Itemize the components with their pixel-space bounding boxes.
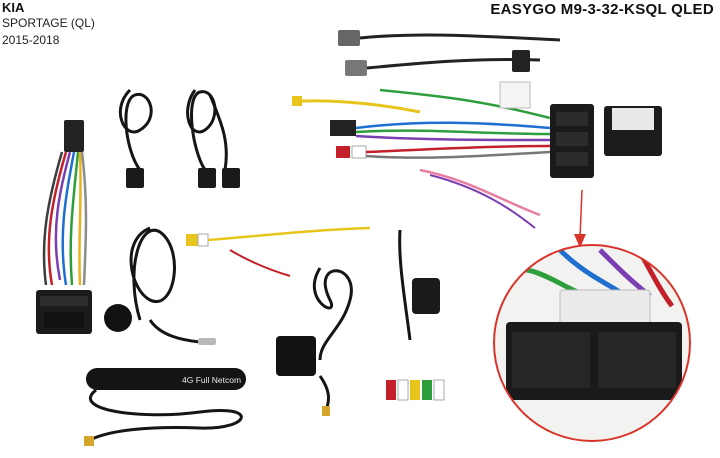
av-rca-cable [386, 229, 445, 401]
gps-antenna [276, 267, 353, 416]
microphone-cable [104, 226, 216, 345]
zoom-arrow [574, 189, 586, 248]
usb-cables [118, 88, 228, 171]
antenna-label: 4G Full Netcom [182, 375, 241, 385]
product-code-title: EASYGO M9-3-32-KSQL QLED [490, 1, 714, 18]
top-adapters [338, 30, 561, 76]
main-harness [292, 81, 662, 229]
zoom-detail [493, 244, 691, 442]
iso-harness [36, 120, 92, 334]
rca-adapter-wires [186, 226, 371, 277]
usb-plugs [126, 168, 240, 188]
model-label: SPORTAGE (QL) [2, 16, 95, 30]
lte-antenna: 4G Full Netcom [84, 368, 246, 446]
brand-label: KIA [2, 0, 25, 15]
years-label: 2015-2018 [2, 33, 60, 47]
